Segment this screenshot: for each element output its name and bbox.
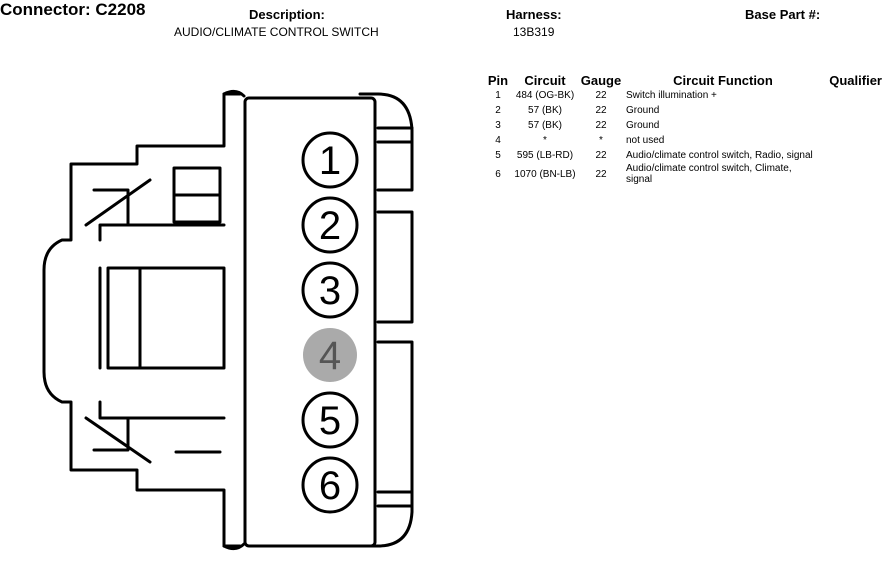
cell-gauge: 22 [595,105,607,116]
pinout-table: Pin Circuit Gauge Circuit Function Quali… [482,72,882,185]
cell-gauge: * [599,135,603,146]
pin-circle-2 [301,196,359,254]
cell-pin: 4 [495,135,501,146]
connector-label: Connector: [0,0,91,19]
connector-pins: 1 2 3 4 5 6 [301,131,359,514]
harness-value: 13B319 [513,25,555,39]
connector-body [243,96,377,548]
pin-circle-3 [301,261,359,319]
cell-pin: 1 [495,90,501,101]
cell-gauge: 22 [595,120,607,131]
upper-strut [84,178,152,227]
col-function-header: Circuit Function [673,73,773,88]
cell-gauge: 22 [595,90,607,101]
pin-label-4: 4 [319,334,341,378]
rib-middle [376,210,414,324]
cell-circuit: 595 (LB-RD) [516,150,574,161]
rib-top [358,92,414,192]
table-row: 5 595 (LB-RD) 22 Audio/climate control s… [482,148,882,163]
lower-strut-box [92,416,130,452]
rib-top-lines [376,126,414,144]
pin-label-3: 3 [319,269,341,313]
lower-strut [84,416,152,464]
cell-circuit: 484 (OG-BK) [515,90,575,101]
cell-circuit: * [543,135,547,146]
col-qualifier-header: Qualifier [829,73,882,88]
cell-function: Switch illumination + [626,90,717,101]
base-part-label: Base Part #: [745,7,821,22]
pin-label-1: 1 [319,139,341,183]
connector-left-profile [42,92,242,548]
cell-function: not used [626,135,665,146]
description-label: Description: [249,7,325,22]
table-row: 1 484 (OG-BK) 22 Switch illumination + [482,88,882,103]
col-circuit-header: Circuit [524,73,566,88]
pin-circle-5 [301,391,359,449]
col-pin-header: Pin [487,73,509,88]
cell-pin: 2 [495,105,501,116]
connector-id: C2208 [95,0,146,19]
cell-pin: 6 [495,168,501,180]
table-header-row: Pin Circuit Gauge Circuit Function Quali… [482,72,882,88]
pin-label-5: 5 [319,399,341,443]
pin-circle-6 [301,456,359,514]
col-gauge-header: Gauge [580,73,622,88]
cell-circuit: 57 (BK) [528,105,562,116]
cell-gauge: 22 [595,150,607,161]
cell-function: Ground [626,120,660,131]
latch-tab [106,266,226,370]
table-row: 6 1070 (BN-LB) 22 Audio/climate control … [482,163,882,185]
table-row: 2 57 (BK) 22 Ground [482,103,882,118]
cell-pin: 3 [495,120,501,131]
rib-bottom [358,340,414,548]
cell-circuit: 57 (BK) [528,120,562,131]
cell-circuit: 1070 (BN-LB) [514,168,576,180]
table-row: 4 * * not used [482,133,882,148]
table-row: 3 57 (BK) 22 Ground [482,118,882,133]
pin-label-2: 2 [319,204,341,248]
corner-hook-bottom [222,542,246,551]
cell-function: Audio/climate control switch, Radio, sig… [626,150,813,161]
corner-hook-top [222,89,246,98]
connector-title: Connector: C2208 [0,0,887,20]
cell-gauge: 22 [595,168,607,180]
rib-bottom-lines [376,490,414,508]
cell-function: Audio/climate control switch, Climate, s… [626,163,792,185]
pin-circle-1 [301,131,359,189]
pin-label-6: 6 [319,464,341,508]
harness-label: Harness: [506,7,562,22]
connector-housing [42,89,414,551]
pin-circle-4 [303,328,357,382]
description-value: AUDIO/CLIMATE CONTROL SWITCH [174,25,379,39]
latch-contour [98,223,226,420]
cell-pin: 5 [495,150,501,161]
cell-function: Ground [626,105,660,116]
upper-strut-box [92,188,130,227]
